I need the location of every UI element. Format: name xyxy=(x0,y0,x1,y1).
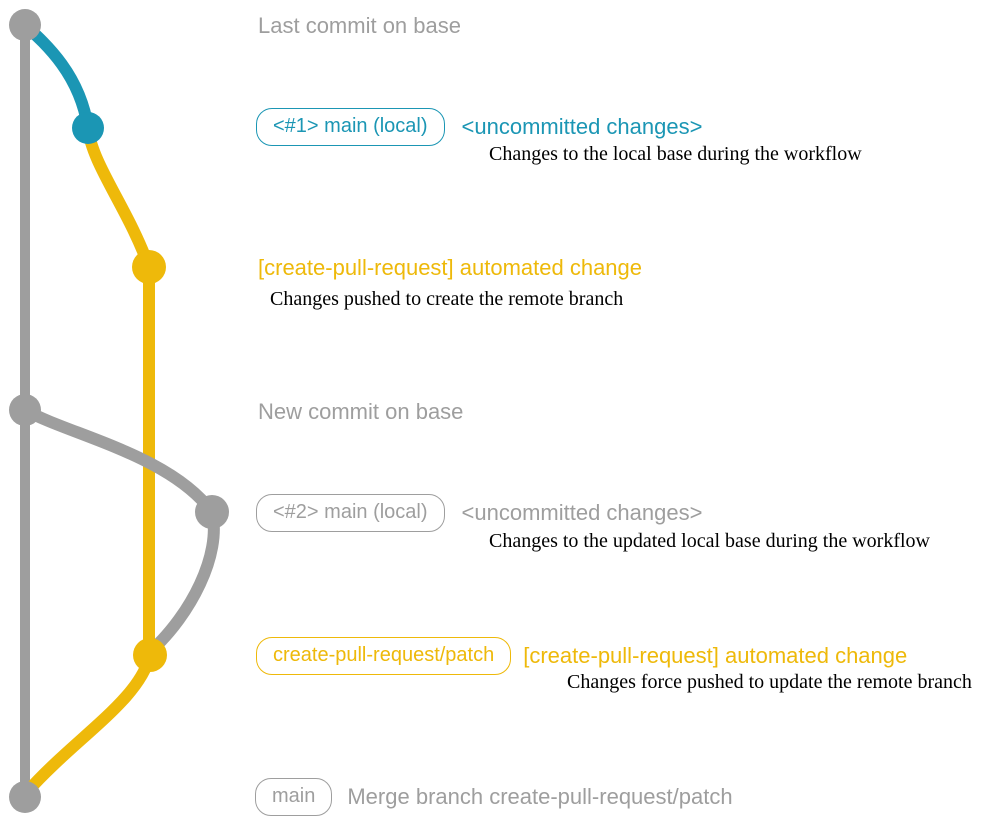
commit-dot-main-local-1 xyxy=(72,112,104,144)
commit-dot-patch-2 xyxy=(133,638,167,672)
updated-main-branch-curve xyxy=(22,404,220,655)
merge-row: main Merge branch create-pull-request/pa… xyxy=(255,778,733,816)
uncommitted-status-2: <uncommitted changes> xyxy=(461,500,703,525)
main-local-branch-curve xyxy=(20,20,94,129)
patch-branch-row: create-pull-request/patch [create-pull-r… xyxy=(256,637,907,675)
commit-dot-last-base xyxy=(9,9,41,41)
automated-change-note-2: Changes force pushed to update the remot… xyxy=(567,671,972,693)
automated-change-note-1: Changes pushed to create the remote bran… xyxy=(270,288,624,310)
automated-change-label-1: [create-pull-request] automated change xyxy=(258,255,643,280)
branch-tag-main-local-2: <#2> main (local) xyxy=(256,494,445,532)
patch-merge-curve xyxy=(22,653,156,796)
commit-dot-main-local-2 xyxy=(195,495,229,529)
new-commit-label: New commit on base xyxy=(258,399,464,424)
commit-dot-patch-1 xyxy=(132,250,166,284)
branch-tag-patch: create-pull-request/patch xyxy=(256,637,512,675)
uncommitted-note-2: Changes to the updated local base during… xyxy=(489,530,930,552)
last-commit-label: Last commit on base xyxy=(258,13,461,38)
uncommitted-row-1: <#1> main (local) <uncommitted changes> xyxy=(256,108,702,146)
branch-tag-main: main xyxy=(255,778,333,816)
merge-message: Merge branch create-pull-request/patch xyxy=(347,784,733,809)
git-graph xyxy=(9,9,229,813)
uncommitted-note-1: Changes to the local base during the wor… xyxy=(489,143,862,165)
commit-dot-merge xyxy=(9,781,41,813)
automated-change-label-2: [create-pull-request] automated change xyxy=(523,642,908,668)
patch-branch-curve-top xyxy=(82,127,155,270)
uncommitted-status-1: <uncommitted changes> xyxy=(461,114,703,139)
commit-dot-new-base xyxy=(9,394,41,426)
branch-tag-main-local-1: <#1> main (local) xyxy=(256,108,445,146)
uncommitted-row-2: <#2> main (local) <uncommitted changes> xyxy=(256,494,702,532)
